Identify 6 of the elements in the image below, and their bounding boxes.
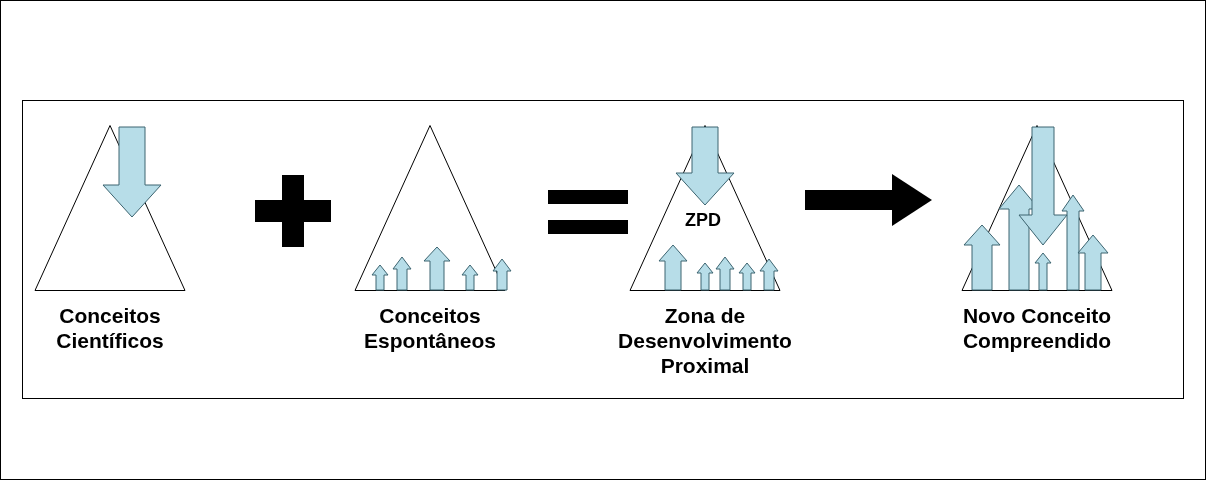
- concept-label: Conceitos Científicos: [55, 303, 165, 353]
- block-arrow: [805, 174, 932, 226]
- concept-label: Novo Conceito Compreendido: [961, 303, 1113, 353]
- concept-label: Conceitos Espontâneos: [363, 303, 497, 353]
- concept-label: Zona de Desenvolvimento Proximal: [617, 303, 793, 378]
- inner-label: ZPD: [685, 210, 721, 231]
